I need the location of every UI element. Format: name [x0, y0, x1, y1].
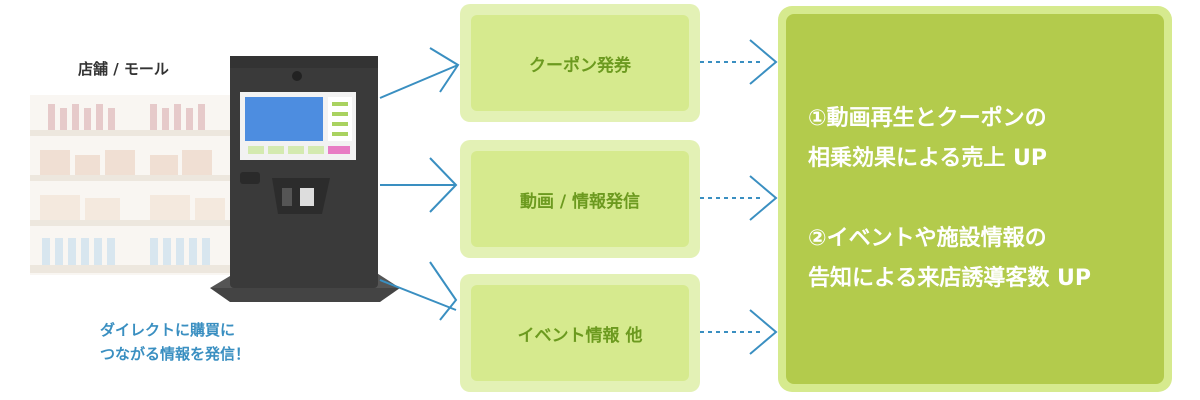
arrowhead-result-2: [749, 175, 778, 221]
arrowhead-result-3: [749, 309, 778, 355]
service-label-coupon: クーポン発券: [471, 15, 689, 111]
result-2-line-1: ②イベントや施設情報の: [808, 226, 1047, 251]
result-1-line-2: 相乗効果による売上 UP: [808, 146, 1047, 171]
result-panel-inner: ①動画再生とクーポンの 相乗効果による売上 UP ②イベントや施設情報の 告知に…: [786, 14, 1164, 384]
caption-line-2: つながる情報を発信！: [100, 345, 251, 363]
store-label: 店舗 / モール: [78, 60, 169, 78]
service-label-event: イベント情報 他: [471, 285, 689, 381]
arrowhead-result-1: [749, 39, 778, 85]
arrowhead-coupon: [429, 47, 460, 93]
result-panel: ①動画再生とクーポンの 相乗効果による売上 UP ②イベントや施設情報の 告知に…: [778, 6, 1172, 392]
kiosk-caption: ダイレクトに購買に つながる情報を発信！: [100, 318, 340, 366]
arrowhead-event: [429, 261, 458, 321]
caption-line-1: ダイレクトに購買に: [100, 321, 236, 339]
service-box-event: イベント情報 他: [460, 274, 700, 392]
result-gap: [808, 179, 1164, 219]
arrow-to-event: [379, 279, 457, 311]
result-2-line-2: 告知による来店誘導客数 UP: [808, 266, 1091, 291]
arrow-to-coupon: [379, 64, 459, 99]
arrowhead-video: [429, 157, 458, 213]
service-box-coupon: クーポン発券: [460, 4, 700, 122]
service-label-video: 動画 / 情報発信: [471, 151, 689, 247]
result-1-line-1: ①動画再生とクーポンの: [808, 106, 1047, 131]
service-box-video: 動画 / 情報発信: [460, 140, 700, 258]
